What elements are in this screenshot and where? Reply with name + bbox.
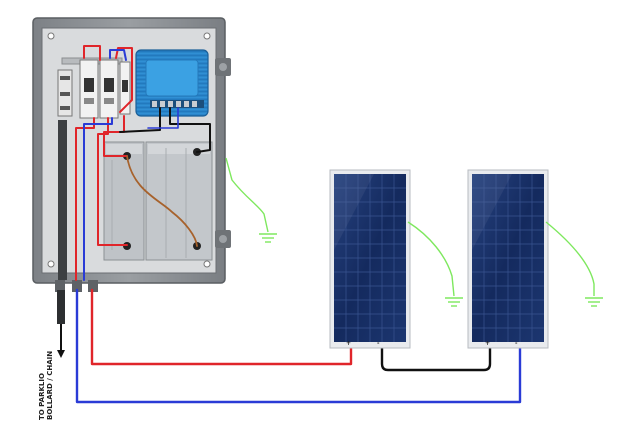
black-wire-panel-series	[380, 346, 492, 372]
red-wire-internal-5	[103, 115, 128, 157]
battery-jumper-wire	[126, 155, 198, 247]
breaker-right	[119, 61, 131, 115]
panel-1-minus-label: -	[377, 340, 380, 347]
ground-wire-panel-2	[545, 221, 603, 307]
red-wire-internal-3	[97, 117, 128, 246]
panel-2-minus-label: -	[515, 340, 518, 347]
panel-2-plus-label: +	[485, 340, 491, 347]
solar-panel-2	[467, 169, 549, 349]
blue-wire-internal-3	[147, 107, 179, 129]
blue-wire-panel-negative	[75, 288, 522, 404]
bollard-chain-label: TO PARKLIO BOLLARD / CHAIN	[38, 351, 54, 420]
black-wire-internal-1	[169, 107, 211, 153]
red-wire-panel-positive	[90, 288, 353, 366]
cable-gland-2	[72, 280, 82, 292]
breaker-middle	[99, 59, 119, 119]
ground-wire-enclosure	[225, 157, 277, 243]
ground-wire-panel-1	[407, 221, 463, 307]
breaker-left	[79, 59, 99, 119]
black-wire-internal-2	[119, 107, 161, 133]
cable-gland-3	[88, 280, 98, 292]
red-wire-internal-4	[115, 47, 133, 113]
bollard-label-line-1: TO PARKLIO	[38, 373, 46, 420]
bollard-cable	[57, 290, 65, 358]
cable-duct	[58, 120, 67, 280]
battery-right	[145, 141, 213, 261]
panel-1-plus-label: +	[346, 340, 352, 347]
battery-left	[103, 141, 145, 261]
blue-wire-internal-1	[109, 49, 127, 61]
blue-wire-internal-2	[83, 117, 113, 281]
down-arrow-icon	[57, 350, 65, 358]
solar-panel-1	[329, 169, 411, 349]
charge-controller	[135, 49, 209, 117]
red-wire-internal-1	[83, 45, 101, 61]
terminal-block	[57, 69, 73, 117]
cable-gland-1	[55, 280, 65, 292]
bollard-label-line-2: BOLLARD / CHAIN	[46, 350, 54, 420]
